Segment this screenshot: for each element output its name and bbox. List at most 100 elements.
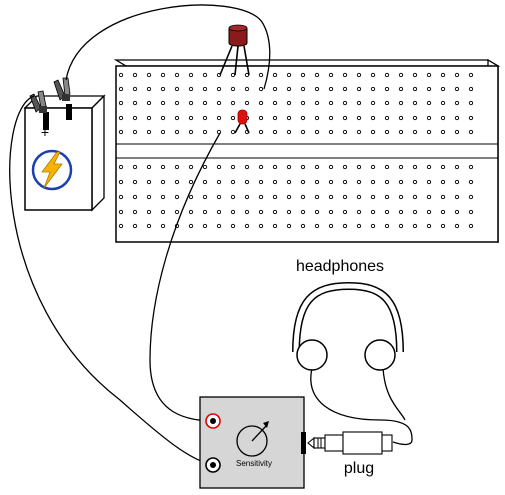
headphones-icon (292, 281, 404, 371)
breadboard-hole (132, 115, 138, 121)
breadboard-hole (244, 100, 250, 106)
breadboard-hole (468, 100, 474, 106)
breadboard-hole (202, 209, 208, 215)
breadboard-hole (440, 209, 446, 215)
breadboard-hole (440, 100, 446, 106)
breadboard-hole (258, 209, 264, 215)
breadboard-hole (412, 164, 418, 170)
breadboard-hole (118, 129, 124, 135)
breadboard-hole (118, 179, 124, 185)
breadboard-hole (300, 179, 306, 185)
breadboard-hole (398, 194, 404, 200)
breadboard-hole (384, 86, 390, 92)
breadboard (113, 58, 501, 244)
breadboard-hole (468, 179, 474, 185)
breadboard-hole (286, 86, 292, 92)
breadboard-hole (314, 223, 320, 229)
breadboard-hole (328, 209, 334, 215)
breadboard-hole (216, 164, 222, 170)
breadboard-hole (188, 164, 194, 170)
alligator-clip-icon (29, 90, 47, 113)
breadboard-hole (160, 86, 166, 92)
breadboard-hole (244, 194, 250, 200)
breadboard-hole (384, 209, 390, 215)
knob-icon[interactable] (236, 421, 269, 457)
breadboard-hole (454, 115, 460, 121)
plug-label: plug (344, 460, 374, 477)
breadboard-hole (132, 164, 138, 170)
breadboard-hole (454, 209, 460, 215)
breadboard-hole (160, 209, 166, 215)
breadboard-hole (426, 223, 432, 229)
breadboard-hole (202, 100, 208, 106)
breadboard-hole (454, 179, 460, 185)
breadboard-hole (244, 164, 250, 170)
breadboard-hole (440, 194, 446, 200)
breadboard-hole (132, 86, 138, 92)
breadboard-hole (370, 194, 376, 200)
battery-minus-label: - (67, 110, 71, 125)
breadboard-hole (216, 223, 222, 229)
breadboard-hole (384, 223, 390, 229)
breadboard-hole (398, 115, 404, 121)
breadboard-hole (426, 209, 432, 215)
breadboard-hole (258, 164, 264, 170)
breadboard-hole (258, 100, 264, 106)
breadboard-hole (370, 86, 376, 92)
breadboard-hole (146, 86, 152, 92)
breadboard-hole (370, 72, 376, 78)
breadboard-hole (356, 164, 362, 170)
breadboard-hole (146, 100, 152, 106)
breadboard-hole (468, 129, 474, 135)
breadboard-hole (286, 209, 292, 215)
wires (9, 4, 413, 466)
breadboard-hole (258, 129, 264, 135)
breadboard-hole (216, 86, 222, 92)
breadboard-hole (342, 209, 348, 215)
breadboard-hole (342, 164, 348, 170)
led (234, 109, 250, 134)
breadboard-hole (174, 164, 180, 170)
breadboard-hole (370, 100, 376, 106)
breadboard-hole (188, 72, 194, 78)
breadboard-hole (398, 223, 404, 229)
breadboard-hole (230, 115, 236, 121)
output-jack[interactable] (301, 432, 306, 454)
breadboard-hole (188, 115, 194, 121)
breadboard-hole (118, 72, 124, 78)
breadboard-hole (468, 223, 474, 229)
breadboard-hole (272, 86, 278, 92)
breadboard-hole (384, 100, 390, 106)
breadboard-hole (384, 115, 390, 121)
breadboard-hole (398, 164, 404, 170)
breadboard-hole (230, 100, 236, 106)
transistor (219, 24, 250, 76)
breadboard-hole (384, 164, 390, 170)
breadboard-hole (454, 164, 460, 170)
breadboard-hole (286, 179, 292, 185)
breadboard-hole (160, 100, 166, 106)
battery: + - (23, 94, 106, 212)
breadboard-hole (132, 194, 138, 200)
breadboard-hole (328, 223, 334, 229)
breadboard-hole (300, 209, 306, 215)
breadboard-hole (216, 209, 222, 215)
breadboard-hole (272, 100, 278, 106)
breadboard-hole (412, 86, 418, 92)
breadboard-hole (440, 129, 446, 135)
breadboard-hole (454, 223, 460, 229)
breadboard-hole (174, 100, 180, 106)
breadboard-hole (314, 100, 320, 106)
breadboard-hole (230, 129, 236, 135)
breadboard-hole (398, 179, 404, 185)
breadboard-hole (454, 72, 460, 78)
breadboard-hole (328, 129, 334, 135)
breadboard-hole (300, 72, 306, 78)
breadboard-hole (174, 179, 180, 185)
breadboard-hole (468, 209, 474, 215)
breadboard-hole (146, 209, 152, 215)
breadboard-hole (216, 194, 222, 200)
breadboard-hole (300, 86, 306, 92)
breadboard-hole (300, 223, 306, 229)
